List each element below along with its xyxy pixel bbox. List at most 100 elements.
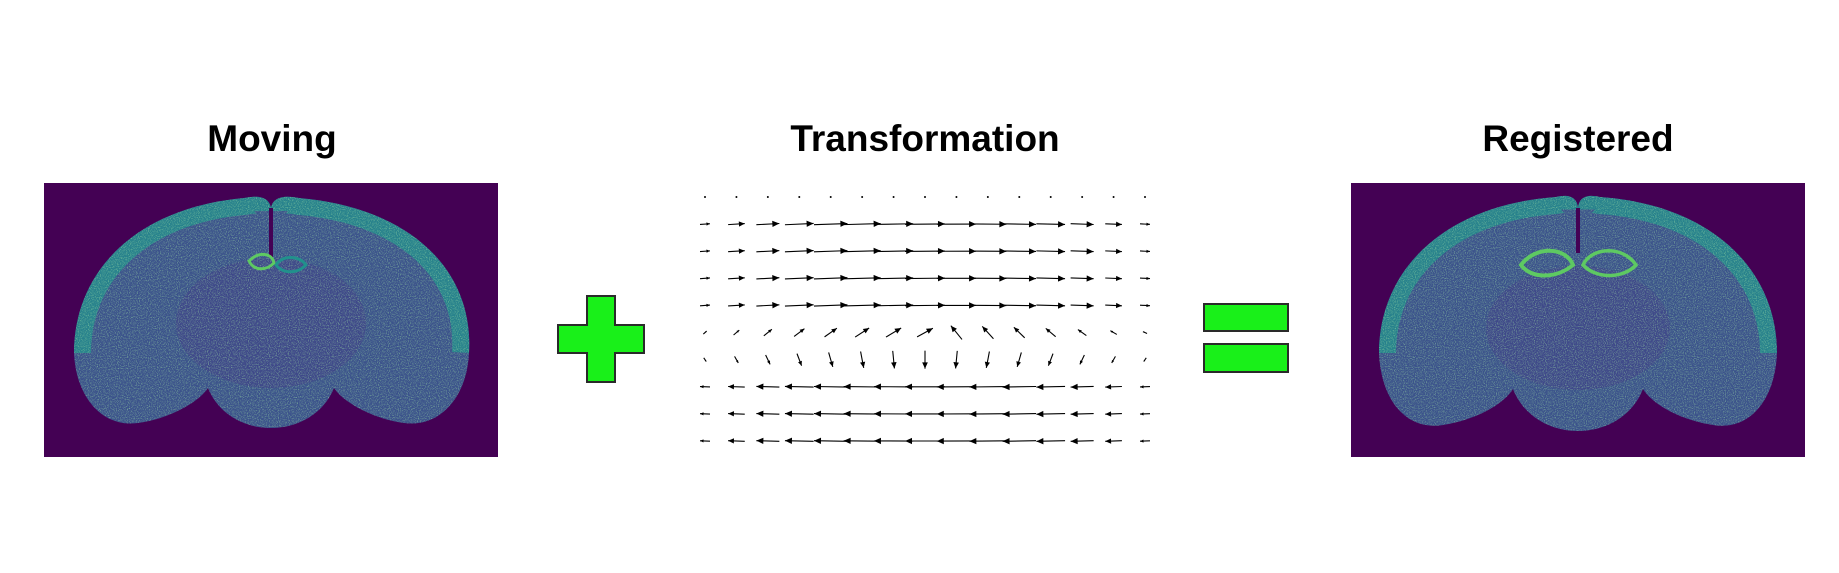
- vector-head: [706, 303, 710, 307]
- vector-head: [784, 410, 793, 417]
- vector-arrow: [843, 274, 881, 282]
- vector-head: [843, 437, 851, 445]
- vector-head: [862, 328, 870, 334]
- vector-head: [772, 274, 780, 282]
- vector-head: [840, 247, 848, 255]
- vector-head: [936, 437, 944, 445]
- hippocampus-right: [274, 256, 308, 274]
- vector-arrow: [969, 383, 1007, 391]
- vector-head: [705, 331, 707, 333]
- vector-head: [1002, 438, 1010, 445]
- vector-arrow: [813, 383, 848, 390]
- vector-arrow: [1077, 329, 1087, 337]
- vector-head: [984, 361, 990, 368]
- vector-head: [767, 360, 771, 365]
- plus-icon: [557, 295, 645, 383]
- vector-arrow: [1036, 438, 1066, 445]
- vector-dot: [924, 196, 926, 198]
- vector-head: [926, 328, 933, 334]
- vector-arrow: [829, 196, 832, 198]
- vector-arrow: [1105, 384, 1122, 390]
- vector-arrow: [1111, 356, 1116, 364]
- vector-arrow: [784, 383, 814, 390]
- vector-head: [840, 301, 848, 309]
- vector-arrow: [1139, 439, 1151, 443]
- vector-head: [1140, 385, 1144, 389]
- vector-head: [813, 383, 822, 390]
- transformation-title: Transformation: [790, 118, 1060, 159]
- vector-head: [806, 301, 814, 309]
- vector-arrow: [813, 437, 848, 444]
- vector-head: [969, 383, 977, 391]
- vector-arrow: [728, 438, 745, 444]
- vector-arrow: [798, 196, 801, 198]
- vector-arrow: [1036, 410, 1066, 418]
- vector-arrow: [1018, 196, 1021, 198]
- vector-head: [704, 359, 707, 362]
- vector-arrow: [1036, 302, 1066, 309]
- vector-head: [1115, 248, 1122, 254]
- vector-head: [969, 437, 977, 445]
- vector-head: [1086, 248, 1094, 255]
- vector-arrow: [756, 274, 780, 282]
- vector-head: [843, 383, 851, 390]
- vector-head: [728, 384, 735, 390]
- vector-dot: [829, 196, 832, 198]
- vector-head: [806, 274, 814, 282]
- vector-head: [1036, 410, 1044, 418]
- vector-head: [829, 361, 834, 367]
- vector-arrow: [1036, 383, 1066, 391]
- vector-arrow: [1016, 352, 1022, 368]
- vector-head: [1105, 411, 1112, 417]
- vector-dot: [955, 196, 958, 198]
- vector-head: [936, 383, 944, 390]
- vector-dot: [1081, 196, 1084, 198]
- vector-arrow: [953, 350, 959, 369]
- vector-head: [772, 247, 780, 255]
- vector-arrow: [1002, 221, 1037, 228]
- registered-title: Registered: [1482, 118, 1674, 159]
- vector-head: [756, 410, 764, 417]
- vector-dot: [861, 196, 864, 198]
- vector-head: [1048, 360, 1052, 366]
- vector-head: [1143, 359, 1146, 362]
- vector-arrow: [1105, 248, 1122, 254]
- vector-arrow: [1070, 221, 1094, 228]
- vector-head: [873, 301, 881, 309]
- vector-arrow: [1110, 330, 1118, 335]
- vector-arrow: [924, 196, 926, 198]
- vector-head: [1028, 275, 1037, 282]
- vector-arrow: [703, 357, 707, 362]
- registered-brain-image: [1351, 183, 1805, 457]
- vector-arrow: [793, 328, 805, 337]
- vector-head: [1013, 327, 1020, 333]
- vector-dot: [1049, 196, 1052, 198]
- vector-arrow: [981, 326, 994, 340]
- vector-head: [873, 383, 881, 390]
- vector-head: [1036, 438, 1044, 445]
- vector-arrow: [1139, 385, 1151, 389]
- vector-head: [813, 437, 822, 444]
- vector-arrow: [843, 301, 881, 309]
- vector-head: [1077, 329, 1082, 333]
- vector-arrow: [699, 222, 711, 226]
- vector-arrow: [1070, 248, 1094, 255]
- vector-arrow: [1139, 303, 1151, 308]
- vector-head: [735, 360, 739, 363]
- hippocampus-right: [1580, 249, 1639, 278]
- moving-brain-image: [44, 183, 498, 457]
- vector-arrow: [969, 221, 1007, 228]
- vector-head: [736, 330, 740, 333]
- vector-head: [922, 362, 928, 369]
- vector-head: [873, 247, 881, 255]
- vector-arrow: [892, 196, 895, 198]
- vector-arrow: [1070, 302, 1094, 309]
- vector-head: [860, 361, 866, 368]
- vector-dot: [766, 196, 769, 198]
- vector-arrow: [854, 327, 870, 338]
- vector-head: [1057, 275, 1066, 282]
- vector-head: [1110, 330, 1114, 334]
- vector-arrow: [699, 385, 711, 389]
- vector-arrow: [1070, 437, 1094, 445]
- vector-head: [1146, 249, 1150, 253]
